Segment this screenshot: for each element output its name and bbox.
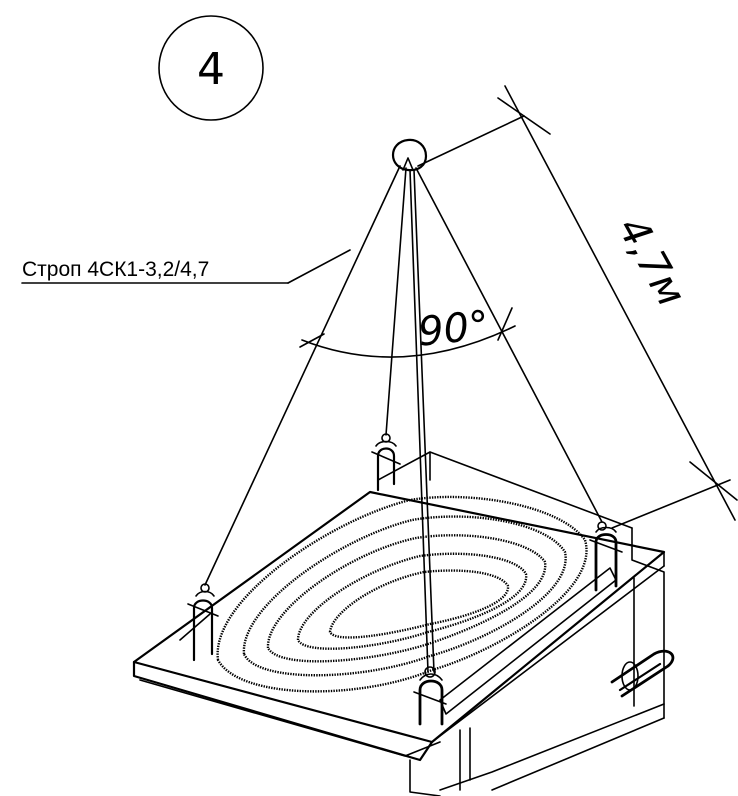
lifting-loop-back-left xyxy=(371,433,401,492)
lifting-loop-front-left xyxy=(187,583,219,662)
tick-bottom xyxy=(689,461,738,501)
sling-leg-right xyxy=(415,167,603,523)
sling-label: Строп 4СК1-3,2/4,7 xyxy=(22,258,209,281)
slab-front-edge xyxy=(132,660,434,762)
lifting-loop-front-center xyxy=(413,666,447,726)
sling-callout: Строп 4СК1-3,2/4,7 xyxy=(21,249,351,284)
lifting-loop-right xyxy=(589,521,623,592)
dimension-line xyxy=(504,85,736,521)
length-label: 4,7м xyxy=(609,210,695,314)
container xyxy=(132,451,675,796)
extension-line-top xyxy=(417,115,525,167)
side-handle xyxy=(610,649,675,698)
side-wheel xyxy=(621,661,639,691)
sling-leg-front-center-2 xyxy=(413,169,435,673)
sling-leader-line xyxy=(287,249,351,284)
angle-label: 90° xyxy=(416,302,491,355)
front-leg-left xyxy=(409,759,441,796)
contour-inner xyxy=(328,569,510,639)
concrete-contours xyxy=(216,495,588,693)
angle-tick-right xyxy=(497,307,513,341)
inner-plate xyxy=(439,567,617,715)
slab-front-lip xyxy=(139,679,441,757)
angle-arc xyxy=(301,325,516,358)
extension-line-bottom xyxy=(611,479,731,529)
slab-top-surface xyxy=(132,490,666,744)
hook-ring-inner xyxy=(402,157,414,171)
bottom-skid xyxy=(439,703,665,791)
contour-outer xyxy=(216,495,588,693)
figure-number-circle xyxy=(158,15,264,121)
sling-leg-front-center xyxy=(409,169,429,673)
sling-leg-back-left xyxy=(385,167,407,436)
hook-ring-shape xyxy=(392,138,428,172)
tick-top xyxy=(497,97,551,135)
slab-right-edge-2 xyxy=(431,565,665,743)
contour-4 xyxy=(296,552,528,650)
contour-2 xyxy=(242,515,567,677)
sling-leg-front-left xyxy=(204,165,401,586)
figure-number: 4 xyxy=(197,44,225,95)
figure-number-badge: 4 xyxy=(158,15,264,121)
sling-legs xyxy=(204,165,603,673)
right-wall-bottom xyxy=(491,717,665,791)
back-wall-top xyxy=(377,451,633,529)
side-handle-inner xyxy=(618,662,662,692)
contour-3 xyxy=(266,534,547,663)
lifting-hook-ring xyxy=(392,138,428,172)
lifting-loops xyxy=(187,433,623,726)
angle-dimension: 90° xyxy=(299,302,516,358)
